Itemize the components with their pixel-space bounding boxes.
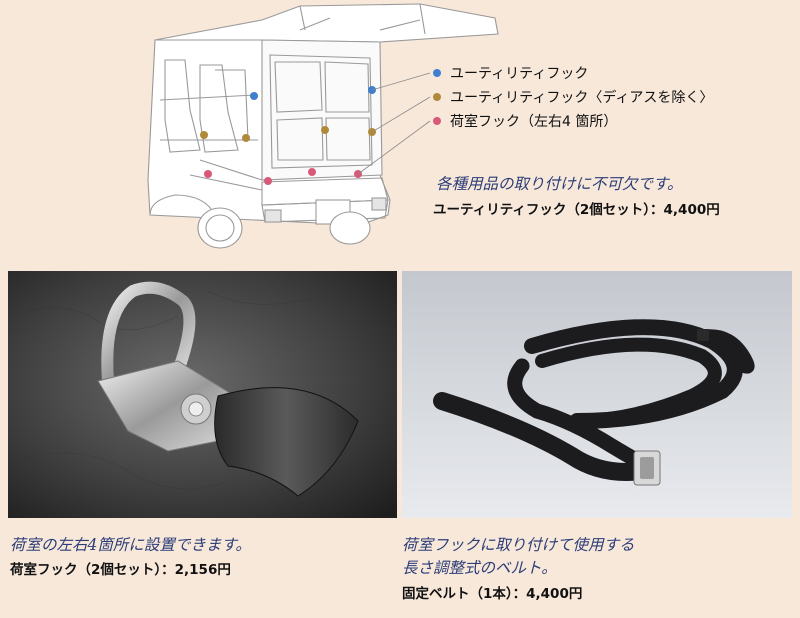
legend-item-utility-hook: ユーティリティフック [433,62,588,84]
gold-dot-icon [433,93,441,101]
belt-tagline-line1: 荷室フックに取り付けて使用する [402,536,635,554]
blue-dot-icon [433,69,441,77]
legend-item-utility-hook-except-dias: ユーティリティフック〈ディアスを除く〉 [433,86,713,108]
van-illustration [147,3,499,249]
belt-price: 固定ベルト（1本）：4,400円 [402,586,583,602]
legend-item-cargo-hook: 荷室フック（左右4 箇所） [433,110,617,132]
utility-hook-tagline: 各種用品の取り付けに不可欠です。 [436,175,683,193]
belt-tagline-line2: 長さ調整式のベルト。 [402,559,557,577]
pink-dot-icon [433,117,441,125]
cargo-hook-photo [8,271,397,518]
cargo-hook-tagline: 荷室の左右4箇所に設置できます。 [10,536,251,554]
belt-photo [402,271,792,518]
legend-label: ユーティリティフック [450,66,589,82]
utility-hook-price: ユーティリティフック（2個セット）：4,400円 [433,202,720,218]
legend-label: 荷室フック（左右4 箇所） [450,114,618,130]
cargo-hook-price: 荷室フック（2個セット）：2,156円 [10,562,231,578]
legend-label: ユーティリティフック〈ディアスを除く〉 [450,90,714,106]
